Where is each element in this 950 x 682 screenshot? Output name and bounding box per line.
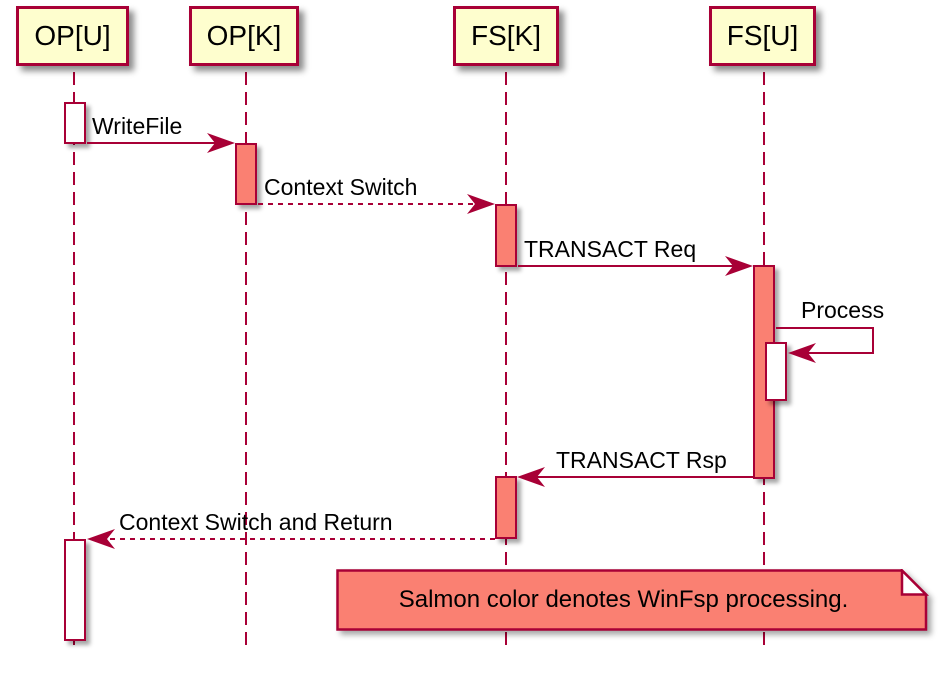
arrowhead-right-icon (207, 133, 235, 153)
message-label-transact-req: TRANSACT Req (524, 236, 697, 262)
activation-fs-u-process (765, 342, 787, 401)
activation-fs-k-request (495, 204, 517, 267)
arrowhead-right-icon (467, 194, 495, 214)
message-label-transact-rsp: TRANSACT Rsp (556, 447, 727, 473)
message-label-context-switch: Context Switch (264, 174, 418, 200)
arrowhead-left-icon (87, 529, 115, 549)
message-label-writefile: WriteFile (92, 113, 183, 139)
activation-op-k (235, 143, 257, 205)
activation-fs-k-response (495, 476, 517, 539)
participant-box-op-u: OP[U] (16, 6, 129, 66)
participant-label-fs-u: FS[U] (726, 20, 799, 51)
message-label-process: Process (801, 297, 885, 323)
participant-box-fs-k: FS[K] (453, 6, 559, 66)
participant-box-op-k: OP[K] (189, 6, 299, 66)
participant-label-op-k: OP[K] (206, 20, 282, 51)
activation-op-u-bottom (64, 539, 86, 641)
participant-box-fs-u: FS[U] (709, 6, 816, 66)
activation-op-u-top (64, 102, 86, 144)
note-shape (336, 569, 928, 631)
participant-label-op-u: OP[U] (34, 20, 111, 51)
message-arrow-process (776, 327, 874, 363)
participant-label-fs-k: FS[K] (470, 20, 541, 51)
arrowhead-left-icon (788, 343, 816, 363)
note-fold-icon (900, 569, 930, 596)
note (336, 569, 930, 631)
arrowhead-right-icon (725, 256, 753, 276)
arrowhead-left-icon (517, 467, 545, 487)
note-text: Salmon color denotes WinFsp processing. (398, 586, 849, 613)
message-label-context-switch-return: Context Switch and Return (119, 509, 393, 535)
